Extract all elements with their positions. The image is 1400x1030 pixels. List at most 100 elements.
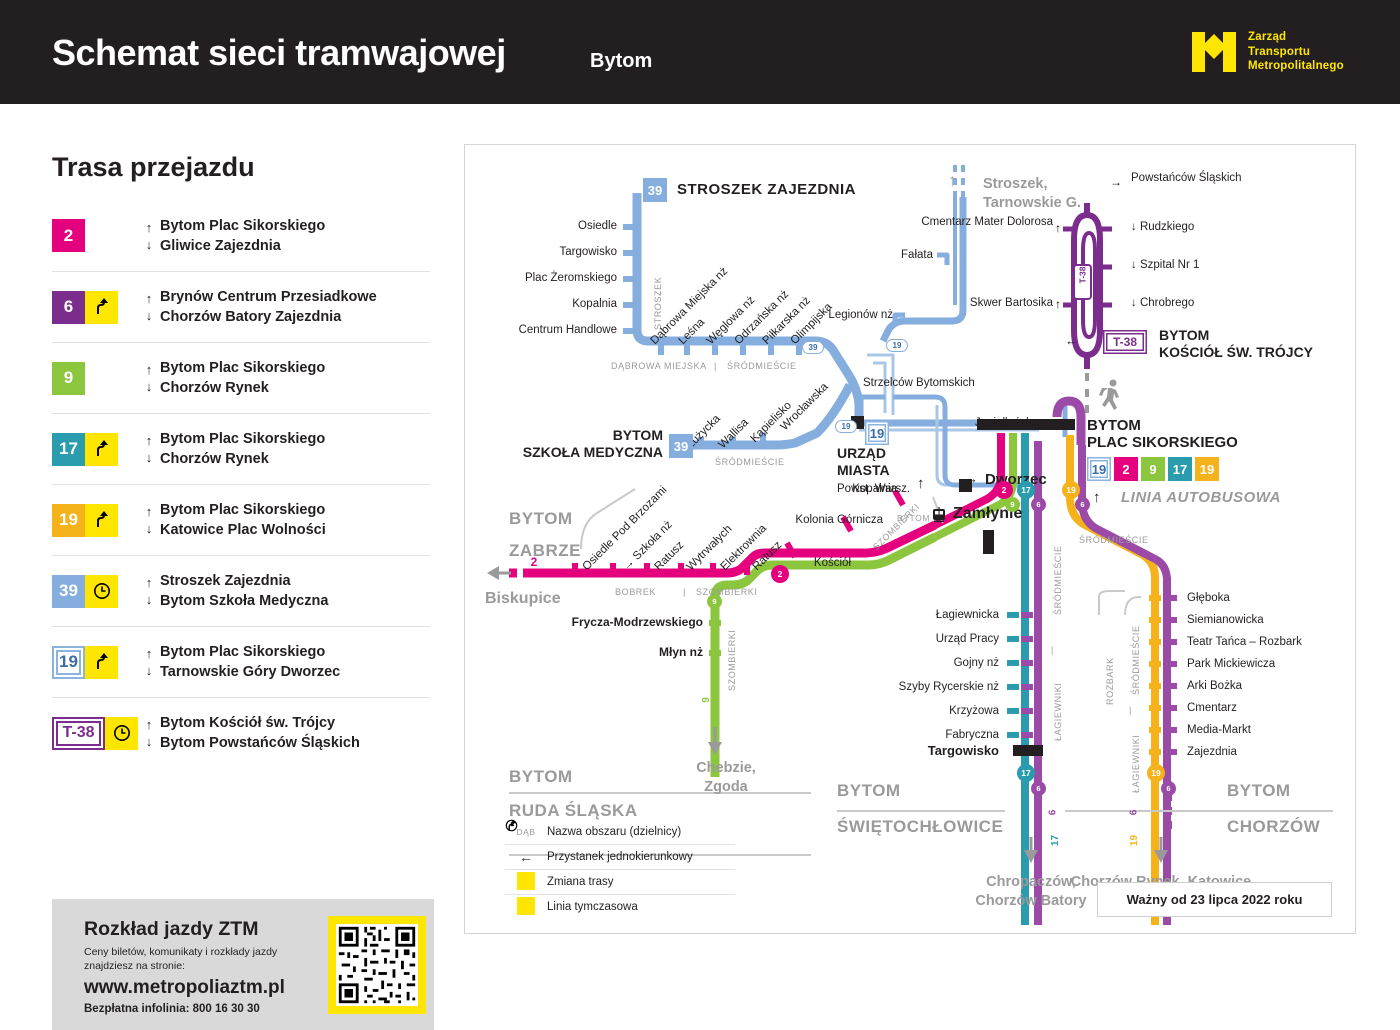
promo-subtitle: Ceny biletów, komunikaty i rozkłady jazd… (84, 946, 278, 972)
terminus-szkola-medyczna: BYTOM SZKOŁA MEDYCZNA (493, 427, 663, 461)
line-label-6-se: 6 (1128, 809, 1140, 816)
line-bullet-6-bottom-2: 6 (1161, 781, 1176, 796)
stop-targowisko-lagiewniki: Targowisko (927, 743, 999, 758)
line-marker-t38-loop: T-38 (1077, 266, 1088, 284)
stop-skwer-bartosika: Skwer Bartosika (969, 297, 1053, 309)
route-direction-down: Chorzów Rynek (160, 451, 269, 467)
terminus-badge-t38: T-38 (1103, 330, 1147, 354)
stop-chrobrego-label: Chrobrego (1139, 297, 1195, 309)
route-direction-down: Katowice Plac Wolności (160, 522, 326, 538)
stop-lagiewnicka: Łagiewnicka (935, 609, 999, 621)
qr-code[interactable] (328, 916, 426, 1014)
stop-jagiellonska: Jagiellońska (975, 417, 1039, 429)
logo-line-2: Transportu (1248, 45, 1311, 58)
page-title: Schemat sieci tramwajowej (52, 32, 506, 73)
plac-line-badge-3: 17 (1168, 457, 1192, 481)
qr-code-icon (336, 924, 418, 1006)
stop-legionow: Legionów nż (828, 309, 893, 321)
border-bytom-zabrze-a: BYTOM (509, 509, 573, 528)
stop-szpital-label: Szpital Nr 1 (1139, 259, 1200, 271)
stop-siemianowicka: Siemianowicka (1187, 614, 1264, 626)
district-rozbark: ROZBARK (1105, 657, 1115, 705)
offmap-chropaczow-l2: Chorzów Batory (975, 893, 1087, 909)
direction-arrows: ↑↓ (145, 291, 153, 323)
stop-frycza-modrzewskiego: Frycza-Modrzewskiego (571, 615, 703, 629)
ztm-m-logo-icon (1192, 32, 1236, 72)
terminus-badge-39-stroszek: 39 (643, 178, 667, 202)
district-srodmiescie-1: ŚRÓDMIEŚCIE (727, 361, 797, 371)
direction-arrows: ↑↓ (145, 433, 153, 465)
ztm-logo: Zarząd Transportu Metropolitalnego (1190, 28, 1370, 78)
promo-website-url[interactable]: www.metropoliaztm.pl (84, 977, 285, 998)
offmap-arrow-up-north: ↑ (948, 171, 957, 190)
stop-cmentarz-rozbark: Cmentarz (1187, 702, 1237, 714)
district-divider-2: | (683, 587, 686, 597)
stop-kopalnia-szombierki: Kopalnia (852, 483, 897, 495)
detour-icon (96, 511, 108, 527)
stop-powst-warsz: Powst. Warsz. (837, 483, 911, 495)
detour-icon (85, 645, 118, 679)
route-badges: 39 (52, 574, 138, 608)
plac-line-badge-2: 9 (1141, 457, 1165, 481)
route-direction-up: Bytom Plac Sikorskiego (160, 502, 326, 518)
line-label-6-sw: 6 (1047, 809, 1059, 816)
stop-teatr-tanca-rozbark: Teatr Tańca – Rozbark (1187, 636, 1302, 648)
legend-row-3: Linia tymczasowa (505, 819, 735, 919)
stop-rudzkiego-label: Rudzkiego (1139, 221, 1195, 233)
route-direction-up: Bytom Plac Sikorskiego (160, 644, 326, 660)
detour-icon (505, 819, 547, 893)
terminus-kosciol-trojcy: BYTOM KOŚCIÓŁ ŚW. TRÓJCY (1159, 327, 1313, 361)
arrow-rudzkiego: ↓ (1131, 221, 1140, 233)
terminus-badge-39-medyczna: 39 (669, 434, 693, 458)
terminus-szkola-medyczna-line1: BYTOM (612, 427, 663, 443)
line-label-19-se: 19 (1129, 834, 1141, 847)
offmap-chebzie-l1: Chebzie, (696, 760, 756, 776)
detour-icon (96, 653, 108, 669)
stop-centrum-handlowe: Centrum Handlowe (518, 324, 617, 336)
stop-chrobrego: ↓ Chrobrego (1131, 297, 1194, 309)
kosciol-trojcy-l1: BYTOM (1159, 327, 1210, 343)
offmap-stroszek-tarnowskie: Stroszek, Tarnowskie G. (983, 175, 1081, 213)
district-srodmiescie-5: ŚRÓDMIEŚCIE (1131, 625, 1141, 695)
route-direction-down: Gliwice Zajezdnia (160, 237, 281, 254)
stop-falata: Fałata (901, 249, 933, 261)
one-way-stop-arrow-icon: ← (519, 849, 533, 865)
plac-line-badge-4: 19 (1195, 457, 1219, 481)
stop-zajezdnia: Zajezdnia (1187, 746, 1237, 758)
zamlynie-city-prefix: BYTOM (897, 513, 931, 523)
legend-row-2: Zmiana trasy (505, 819, 735, 894)
district-dabrowa-miejska: DĄBROWA MIEJSKA (611, 361, 707, 371)
route-direction-down: Tarnowskie Góry Dworzec (160, 664, 341, 680)
one-way-arrow-urzad: ↑ (917, 475, 925, 492)
line-badge-19: 19 (52, 645, 85, 679)
route-direction-down: Bytom Szkoła Medyczna (160, 593, 329, 609)
kosciol-trojcy-l2: KOŚCIÓŁ ŚW. TRÓJCY (1159, 344, 1314, 360)
line-marker-19-a: 19 (886, 339, 908, 352)
route-direction-up: Bytom Plac Sikorskiego (160, 431, 326, 447)
direction-arrows: ↑↓ (145, 575, 153, 607)
stop-osiedle: Osiedle (578, 220, 617, 232)
stop-fabryczna: Fabryczna (945, 729, 999, 741)
logo-line-1: Zarząd (1248, 31, 1287, 43)
offmap-chropaczow: Chropaczów, Chorzów Batory (931, 873, 1131, 911)
one-way-arrow-powstancow: → (1110, 175, 1122, 189)
line-bullet-2: 2 (995, 481, 1013, 499)
line-badge-2: 2 (52, 219, 85, 252)
station-badge-19-urzad: 19 (865, 421, 889, 445)
line-bullet-9: 9 (1005, 497, 1020, 512)
district-szombierki-3: SZOMBIERKI (727, 629, 737, 691)
